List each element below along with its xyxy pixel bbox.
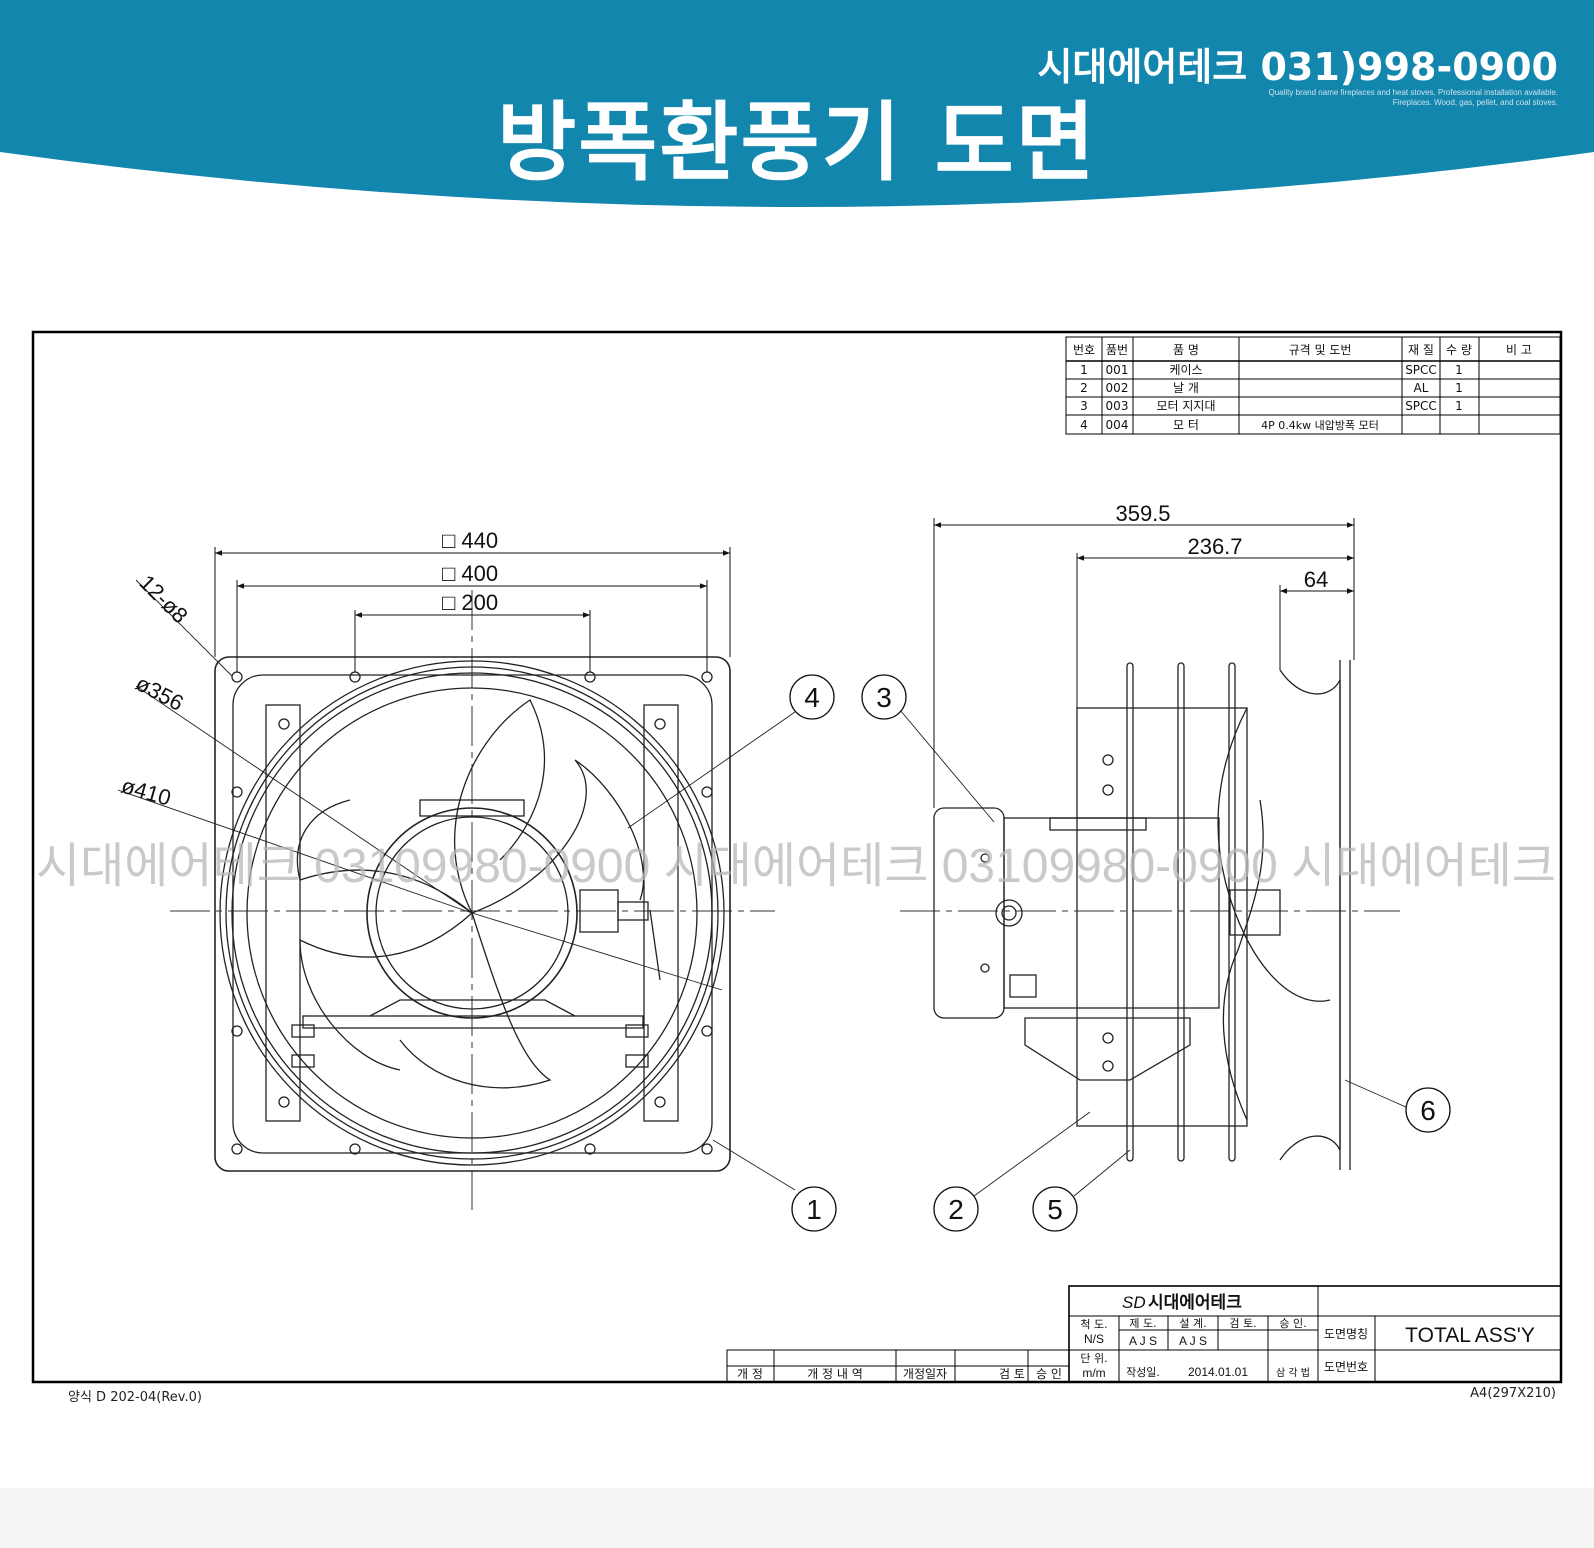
r1-no: 1 [1080, 363, 1088, 377]
company-name: 시대에어테크 [1148, 1293, 1242, 1313]
r1-material: SPCC [1405, 363, 1437, 377]
th-qty: 수 량 [1446, 343, 1472, 357]
watermark-text: 시대에어테크 03109980-0900 시대에어테크 03109980-090… [36, 840, 1556, 893]
svg-text:제 도.: 제 도. [1129, 1317, 1156, 1330]
r1-qty: 1 [1455, 363, 1463, 377]
balloon-4: 4 [789, 674, 835, 720]
title-block [1068, 1285, 1562, 1383]
company-phone: 시대에어테크 031)998-0900 [1037, 45, 1558, 89]
r1-name: 케이스 [1169, 363, 1202, 377]
r4-name: 모 터 [1173, 418, 1199, 432]
svg-text:N/S: N/S [1084, 1332, 1104, 1346]
balloon-3: 3 [861, 674, 907, 720]
side-view [899, 660, 1409, 1197]
form-number: 양식 D 202-04(Rev.0) [68, 1390, 202, 1405]
svg-text:2014.01.01: 2014.01.01 [1188, 1365, 1248, 1379]
svg-text:도면명칭: 도면명칭 [1324, 1327, 1368, 1341]
svg-text:3: 3 [876, 682, 892, 713]
front-view [117, 579, 796, 1215]
th-partno: 품번 [1106, 343, 1128, 357]
company-logo: SD [1122, 1293, 1146, 1312]
svg-text:작성일.: 작성일. [1126, 1365, 1160, 1379]
svg-text:도면번호: 도면번호 [1324, 1360, 1368, 1374]
svg-text:A J S: A J S [1179, 1334, 1207, 1348]
th-name: 품 명 [1173, 343, 1199, 357]
banner-background [0, 0, 1594, 207]
balloon-2: 2 [933, 1186, 979, 1232]
th-no: 번호 [1073, 343, 1095, 357]
svg-text:1: 1 [806, 1194, 822, 1225]
r4-no: 4 [1080, 418, 1088, 432]
balloon-5: 5 [1032, 1186, 1078, 1232]
header-banner: 시대에어테크 031)998-0900 Quality brand name f… [0, 0, 1594, 230]
r3-qty: 1 [1455, 399, 1463, 413]
r2-name: 날 개 [1173, 381, 1199, 395]
page-title: 방폭환풍기 도면 [497, 93, 1097, 193]
svg-text:승 인.: 승 인. [1279, 1317, 1306, 1330]
th-spec: 규격 및 도번 [1289, 343, 1352, 357]
revision-headers: 개 정 개 정 내 역 개정일자 검 토 승 인 [737, 1367, 1062, 1381]
parts-table-text: 번호 품번 품 명 규격 및 도번 재 질 수 량 비 고 1 001 케이스 … [1073, 343, 1532, 432]
dim-359-5: 359.5 [1115, 501, 1170, 526]
svg-text:개정일자: 개정일자 [903, 1367, 947, 1381]
part-balloons: 1 4 3 2 5 6 [789, 674, 1451, 1232]
r2-partno: 002 [1106, 381, 1129, 395]
th-note: 비 고 [1506, 343, 1532, 357]
r4-spec: 4P 0.4kw 내압방폭 모터 [1261, 419, 1379, 432]
svg-text:5: 5 [1047, 1194, 1063, 1225]
r4-partno: 004 [1106, 418, 1129, 432]
technical-drawing: 번호 품번 품 명 규격 및 도번 재 질 수 량 비 고 1 001 케이스 … [31, 330, 1563, 1384]
svg-text:2: 2 [948, 1194, 964, 1225]
r3-partno: 003 [1106, 399, 1129, 413]
r2-qty: 1 [1455, 381, 1463, 395]
svg-text:4: 4 [804, 682, 820, 713]
r3-no: 3 [1080, 399, 1088, 413]
svg-text:검 토.: 검 토. [1229, 1317, 1256, 1330]
svg-text:개 정 내 역: 개 정 내 역 [807, 1367, 863, 1381]
svg-text:A J S: A J S [1129, 1334, 1157, 1348]
dim-holes: 12-ø8 [134, 570, 192, 628]
svg-text:개 정: 개 정 [737, 1367, 763, 1381]
r3-material: SPCC [1405, 399, 1437, 413]
svg-text:척 도.: 척 도. [1080, 1318, 1107, 1331]
front-dimensions [214, 547, 731, 672]
tagline-line-2: Fireplaces. Wood, gas, pellet, and coal … [1392, 98, 1558, 107]
paper-size: A4(297X210) [1470, 1386, 1556, 1401]
dim-410: ø410 [119, 773, 174, 811]
dim-440: □ 440 [442, 528, 498, 553]
side-dimension-labels: 359.5 236.7 64 [1115, 501, 1328, 592]
svg-text:삼 각 법: 삼 각 법 [1276, 1367, 1310, 1379]
tagline-line-1: Quality brand name fireplaces and heat s… [1268, 88, 1559, 97]
dim-356: ø356 [132, 670, 188, 716]
page: 시대에어테크 031)998-0900 Quality brand name f… [0, 0, 1594, 1405]
svg-text:m/m: m/m [1082, 1366, 1105, 1380]
r1-partno: 001 [1106, 363, 1129, 377]
svg-text:단 위.: 단 위. [1080, 1352, 1107, 1365]
r2-material: AL [1414, 381, 1429, 395]
balloon-6: 6 [1405, 1087, 1451, 1133]
drawing-name: TOTAL ASS'Y [1405, 1324, 1535, 1347]
svg-text:승 인: 승 인 [1036, 1367, 1062, 1381]
r3-name: 모터 지지대 [1156, 399, 1215, 413]
svg-text:6: 6 [1420, 1095, 1436, 1126]
r2-no: 2 [1080, 381, 1088, 395]
dim-64: 64 [1304, 567, 1328, 592]
svg-text:설 계.: 설 계. [1179, 1317, 1206, 1330]
dim-400: □ 400 [442, 561, 498, 586]
title-block-text: SD 시대에어테크 척 도. N/S 단 위. m/m 제 도. 설 계. 검 … [1080, 1293, 1534, 1380]
dim-200: □ 200 [442, 590, 498, 615]
parts-table [1065, 336, 1561, 435]
balloon-1: 1 [791, 1186, 837, 1232]
side-dimensions [933, 518, 1355, 808]
dim-236-7: 236.7 [1187, 534, 1242, 559]
svg-text:검 토: 검 토 [999, 1367, 1025, 1381]
th-material: 재 질 [1408, 343, 1434, 357]
